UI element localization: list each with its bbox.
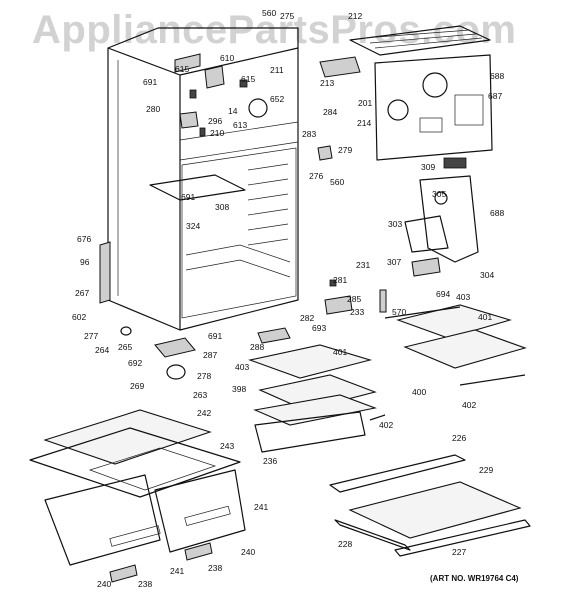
part-label: 400 [412, 387, 426, 397]
part-label: 676 [77, 234, 91, 244]
part-label: 233 [350, 307, 364, 317]
part-label: 402 [462, 400, 476, 410]
part-label: 570 [392, 307, 406, 317]
part-label: 398 [232, 384, 246, 394]
part-label: 303 [388, 219, 402, 229]
evaporator-cover [374, 54, 493, 169]
part-label: 694 [436, 289, 450, 299]
part-label: 226 [452, 433, 466, 443]
part-label: 560 [262, 8, 276, 18]
part-label: 285 [347, 294, 361, 304]
part-label: 211 [270, 65, 284, 75]
part-label: 613 [233, 120, 247, 130]
part-label: 267 [75, 288, 89, 298]
part-label: 212 [348, 11, 362, 21]
shelves [248, 304, 527, 453]
part-label: 693 [312, 323, 326, 333]
part-label: 401 [333, 347, 347, 357]
part-label: 560 [330, 177, 344, 187]
part-label: 210 [210, 128, 224, 138]
part-label: 275 [280, 11, 294, 21]
part-label: 236 [263, 456, 277, 466]
part-label: 615 [241, 74, 255, 84]
part-label: 403 [456, 292, 470, 302]
part-label: 96 [80, 257, 90, 267]
part-label: 241 [170, 566, 184, 576]
part-label: 263 [193, 390, 207, 400]
part-label: 692 [128, 358, 142, 368]
damper-assembly [317, 145, 479, 315]
part-label: 238 [208, 563, 222, 573]
part-label: 240 [97, 579, 111, 589]
part-label: 241 [254, 502, 268, 512]
part-label: 280 [146, 104, 160, 114]
part-label: 403 [235, 362, 249, 372]
part-label: 308 [215, 202, 229, 212]
part-label: 610 [220, 53, 234, 63]
part-label: 213 [320, 78, 334, 88]
part-label: 691 [181, 192, 195, 202]
part-label: 229 [479, 465, 493, 475]
part-label: 296 [208, 116, 222, 126]
part-label: 402 [379, 420, 393, 430]
shelf-wire-212 [319, 25, 491, 78]
part-label: 240 [241, 547, 255, 557]
part-label: 201 [358, 98, 372, 108]
part-label: 602 [72, 312, 86, 322]
part-label: 238 [138, 579, 152, 589]
part-label: 305 [432, 189, 446, 199]
part-label: 304 [480, 270, 494, 280]
part-label: 264 [95, 345, 109, 355]
part-label: 278 [197, 371, 211, 381]
art-number: (ART NO. WR19764 C4) [430, 574, 519, 583]
part-label: 688 [490, 71, 504, 81]
part-label: 652 [270, 94, 284, 104]
cabinet [99, 27, 299, 380]
part-label: 691 [143, 77, 157, 87]
part-label: 307 [387, 257, 401, 267]
part-label: 687 [488, 91, 502, 101]
part-label: 276 [309, 171, 323, 181]
part-label: 281 [333, 275, 347, 285]
part-label: 287 [203, 350, 217, 360]
part-label: 282 [300, 313, 314, 323]
part-label: 243 [220, 441, 234, 451]
part-label: 214 [357, 118, 371, 128]
part-label: 283 [302, 129, 316, 139]
part-label: 688 [490, 208, 504, 218]
lower-shelf-glass [329, 454, 531, 557]
part-label: 309 [421, 162, 435, 172]
part-labels: 560 275 212 691 615 610 280 615 211 652 613 296 210 1… [72, 8, 504, 589]
part-label: 691 [208, 331, 222, 341]
part-label: 227 [452, 547, 466, 557]
part-label: 284 [323, 107, 337, 117]
part-label: 288 [250, 342, 264, 352]
watermark: AppliancePartsPros.com [32, 8, 517, 52]
part-label: 14 [228, 106, 238, 116]
part-label: 615 [175, 64, 189, 74]
part-label: 242 [197, 408, 211, 418]
part-label: 228 [338, 539, 352, 549]
crisper-assembly [29, 409, 246, 583]
part-label: 279 [338, 145, 352, 155]
part-label: 265 [118, 342, 132, 352]
part-label: 324 [186, 221, 200, 231]
part-label: 231 [356, 260, 370, 270]
part-label: 269 [130, 381, 144, 391]
part-label: 401 [478, 312, 492, 322]
part-label: 277 [84, 331, 98, 341]
